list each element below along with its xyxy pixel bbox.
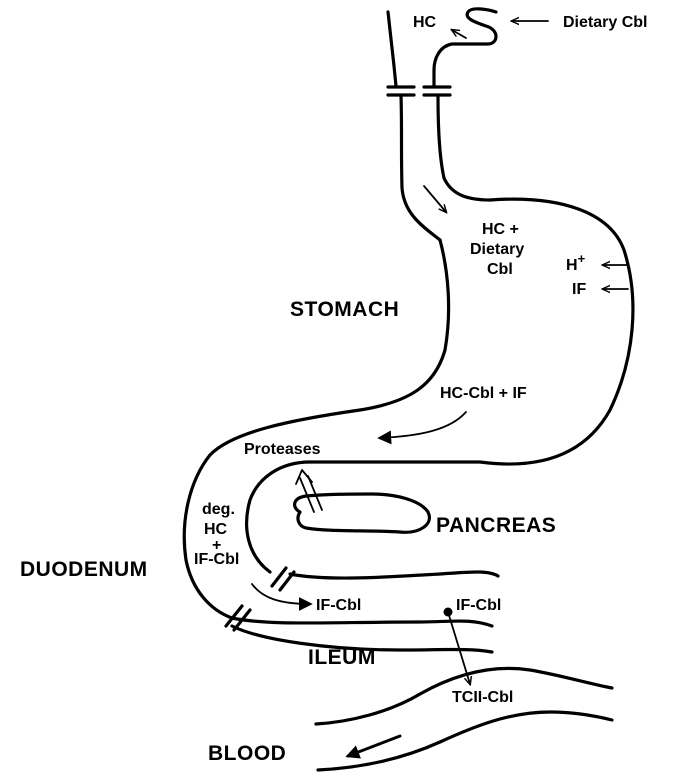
label-h-plus-sup: + xyxy=(578,251,586,266)
absorption-arrow xyxy=(448,612,470,684)
esophagus-left-wall xyxy=(388,12,396,86)
label-h: H xyxy=(566,257,578,274)
blood-flow-arrow xyxy=(348,736,400,756)
label-if-cbl-duodenum: IF-Cbl xyxy=(194,551,239,568)
jejunum-inner-wall xyxy=(290,572,498,578)
label-hc-cbl-if: HC-Cbl + IF xyxy=(440,385,527,402)
pancreas xyxy=(295,470,430,532)
stomach-to-duodenum-arrow xyxy=(380,412,466,438)
label-duodenum: DUODENUM xyxy=(20,558,148,581)
stomach-greater-curvature xyxy=(310,199,633,464)
esophagus xyxy=(388,9,496,240)
labels: HC Dietary Cbl HC + Dietary Cbl H+ IF ST… xyxy=(20,14,647,765)
label-hc-mid: HC xyxy=(204,521,228,538)
label-if-cbl-flow: IF-Cbl xyxy=(316,597,361,614)
esophagus-right-wall xyxy=(434,9,496,86)
label-cbl: Cbl xyxy=(487,261,513,278)
intestine xyxy=(226,462,498,652)
label-stomach: STOMACH xyxy=(290,298,399,321)
label-h-ion: H+ xyxy=(566,251,586,274)
pancreas-outline xyxy=(295,494,430,532)
blood-vessel xyxy=(316,668,612,770)
blood-vessel-bottom-wall xyxy=(318,712,612,770)
label-pancreas: PANCREAS xyxy=(436,514,556,537)
label-hc-top: HC xyxy=(413,14,437,31)
label-blood: BLOOD xyxy=(208,742,286,765)
label-deg: deg. xyxy=(202,501,235,518)
label-if-cbl-receptor: IF-Cbl xyxy=(456,597,501,614)
label-hc-plus: HC + xyxy=(482,221,519,238)
label-tcii-cbl: TCII-Cbl xyxy=(452,689,513,706)
label-ileum: ILEUM xyxy=(308,646,376,669)
esophagus-left-wall-lower xyxy=(401,96,440,240)
label-intrinsic-factor: IF xyxy=(572,281,586,298)
label-dietary-cbl-top: Dietary Cbl xyxy=(563,14,647,31)
duodenum-outer-lower-wall xyxy=(232,618,492,626)
esophagus-right-wall-lower xyxy=(438,96,490,200)
hc-release-arrow xyxy=(452,30,466,38)
label-proteases: Proteases xyxy=(244,441,321,458)
label-dietary: Dietary xyxy=(470,241,524,258)
esophagus-transit-arrow xyxy=(424,186,446,212)
